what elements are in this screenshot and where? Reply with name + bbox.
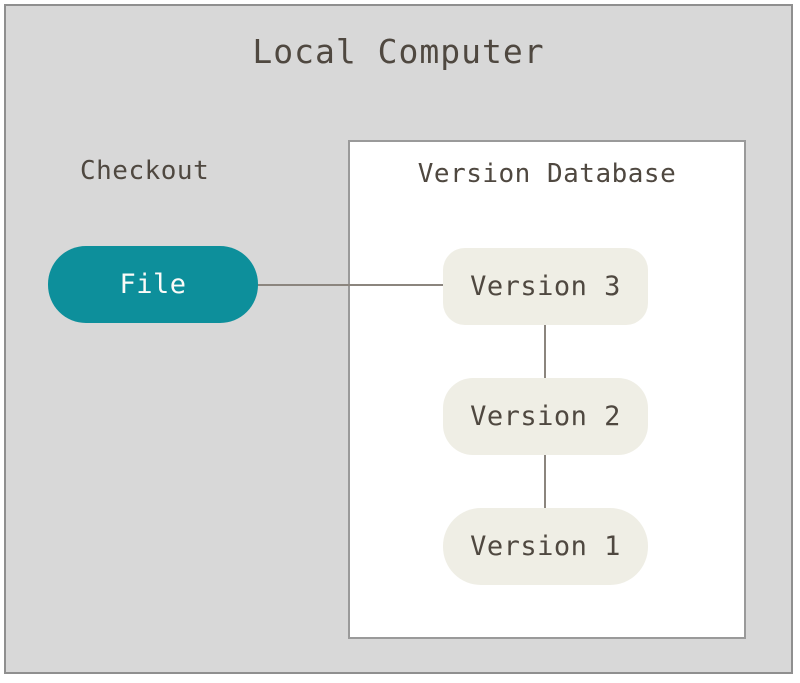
node-version-1[interactable]: Version 1: [443, 508, 648, 585]
connector-file-to-version-3: [253, 284, 449, 286]
checkout-label: Checkout: [80, 156, 210, 186]
local-computer-title: Local Computer: [252, 32, 545, 71]
node-version-3[interactable]: Version 3: [443, 248, 648, 325]
node-file[interactable]: File: [48, 246, 258, 323]
connector-version-2-to-version-1: [544, 455, 546, 508]
connector-version-3-to-version-2: [544, 325, 546, 378]
node-version-2[interactable]: Version 2: [443, 378, 648, 455]
version-database-title: Version Database: [417, 159, 677, 189]
